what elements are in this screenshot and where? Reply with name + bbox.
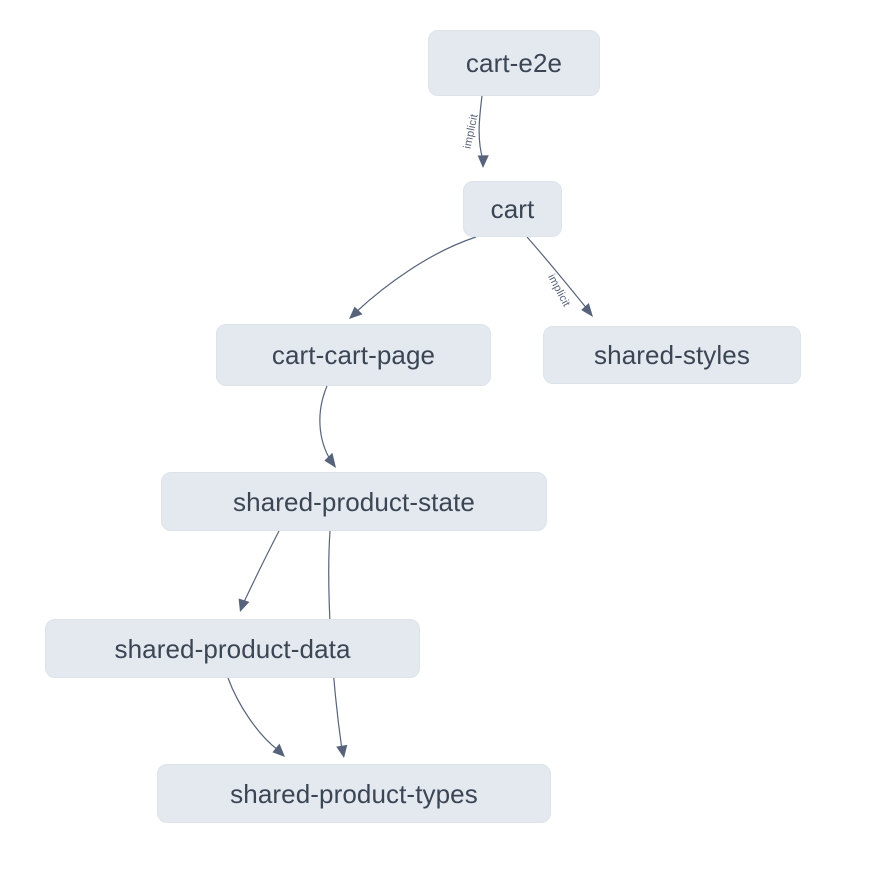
arrowhead-icon xyxy=(349,306,363,319)
edge-label: implicit xyxy=(545,272,572,309)
arrowhead-icon xyxy=(336,744,348,758)
edge-line xyxy=(478,95,484,161)
arrowhead-icon xyxy=(477,155,489,168)
edge-shared-product-data-to-shared-product-types xyxy=(227,677,285,757)
edge-cart-e2e-to-cart: implicit xyxy=(462,95,489,168)
edge-cart-cart-page-to-shared-product-state xyxy=(319,385,336,468)
node-cart-cart-page[interactable]: cart-cart-page xyxy=(216,324,491,386)
arrowhead-icon xyxy=(324,452,336,468)
edge-line xyxy=(354,236,477,314)
edge-cart-to-shared-styles: implicit xyxy=(526,236,593,317)
edge-line xyxy=(242,530,280,605)
node-label: cart-cart-page xyxy=(271,340,436,370)
node-cart[interactable]: cart xyxy=(463,181,562,237)
node-shared-product-data[interactable]: shared-product-data xyxy=(45,619,420,678)
edge-line xyxy=(319,385,332,462)
edge-label: implicit xyxy=(462,113,481,150)
edge-line xyxy=(526,236,589,311)
arrowhead-icon xyxy=(272,743,285,757)
arrowhead-icon xyxy=(581,303,593,317)
edge-shared-product-state-to-shared-product-data xyxy=(238,530,280,612)
node-shared-product-types[interactable]: shared-product-types xyxy=(157,764,551,823)
node-label: shared-product-types xyxy=(230,778,478,809)
node-cart-e2e[interactable]: cart-e2e xyxy=(428,30,600,96)
node-label: shared-styles xyxy=(594,340,750,370)
node-label: shared-product-state xyxy=(233,486,475,517)
node-label: shared-product-data xyxy=(114,633,351,664)
node-label: cart-e2e xyxy=(465,48,563,78)
arrowhead-icon xyxy=(238,598,250,612)
node-shared-styles[interactable]: shared-styles xyxy=(543,326,801,384)
edge-line xyxy=(227,677,279,751)
node-shared-product-state[interactable]: shared-product-state xyxy=(161,472,547,531)
node-label: cart xyxy=(490,194,535,224)
edge-cart-to-cart-cart-page xyxy=(349,236,477,319)
